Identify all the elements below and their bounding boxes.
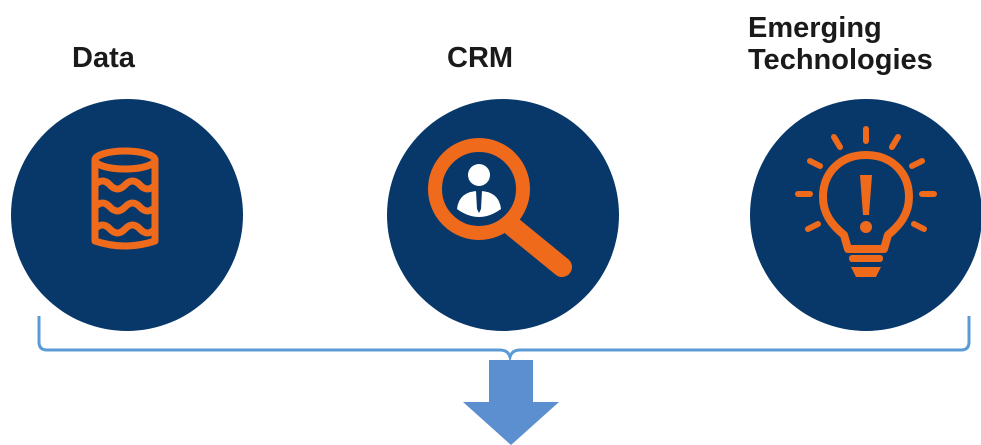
heading-line: Emerging	[748, 12, 882, 44]
lightbulb-idea-icon	[795, 126, 937, 277]
heading-line: Technologies	[748, 44, 933, 76]
data-heading: Data	[72, 42, 135, 74]
customer-search-icon	[428, 138, 572, 277]
emerging-technologies-heading: Emerging Technologies	[748, 12, 933, 76]
crm-heading: CRM	[447, 42, 514, 74]
crm-circle	[387, 99, 619, 331]
grouping-bracket	[37, 316, 971, 363]
data-circle	[11, 99, 243, 331]
emerging-technologies-circle	[750, 99, 981, 331]
database-icon	[91, 147, 159, 250]
down-arrow	[463, 360, 559, 445]
